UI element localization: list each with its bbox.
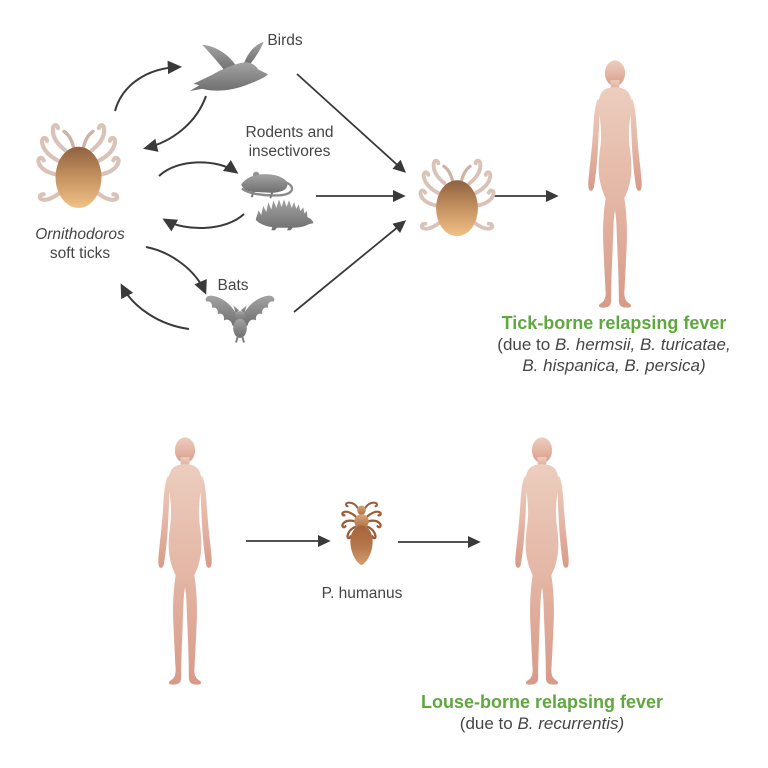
louse-borne-title: Louse-borne relapsing fever bbox=[420, 692, 664, 712]
arrow-birds-to-center-tick bbox=[296, 73, 407, 173]
rodents-label: Rodents and insectivores bbox=[232, 123, 347, 161]
arrow-tick-to-bats bbox=[145, 246, 207, 295]
center-tick-icon bbox=[418, 157, 496, 247]
louse-borne-cause: (due to B. recurrentis) bbox=[406, 713, 678, 734]
cause-species: B. recurrentis) bbox=[517, 714, 625, 733]
soft-tick-icon bbox=[36, 121, 121, 220]
soft-tick-label-rest: soft ticks bbox=[49, 245, 111, 262]
birds-label: Birds bbox=[267, 32, 303, 49]
cause2-species: B. hispanica, B. persica) bbox=[522, 356, 706, 375]
hedgehog-icon bbox=[249, 195, 315, 232]
arrow-tick-to-birds bbox=[114, 60, 182, 112]
bat-icon bbox=[202, 287, 278, 351]
louse-borne-disease-caption: Louse-borne relapsing fever (due to B. r… bbox=[406, 691, 678, 734]
louse-label: P. humanus bbox=[321, 585, 403, 602]
cause-prefix: (due to bbox=[459, 714, 518, 733]
rodents-label-line1: Rodents and bbox=[245, 124, 334, 141]
soft-tick-label: Ornithodoros soft ticks bbox=[14, 225, 146, 263]
human-silhouette-left bbox=[146, 437, 224, 687]
soft-tick-label-genus: Ornithodoros bbox=[35, 226, 125, 243]
cause1-species: B. hermsii, B. turicatae, bbox=[554, 335, 731, 354]
cause1-prefix: (due to bbox=[497, 335, 555, 354]
rodents-label-line2: insectivores bbox=[248, 143, 331, 160]
arrow-bats-to-tick bbox=[120, 283, 190, 330]
human-silhouette-top bbox=[576, 60, 654, 310]
arrow-rodents-to-tick bbox=[162, 213, 245, 232]
bats-label: Bats bbox=[217, 277, 249, 294]
tick-borne-cause-line2: B. hispanica, B. persica) bbox=[478, 355, 750, 376]
human-silhouette-right bbox=[503, 437, 581, 687]
arrow-bats-to-center-tick bbox=[293, 220, 407, 313]
louse-icon bbox=[339, 499, 384, 572]
tick-borne-title: Tick-borne relapsing fever bbox=[501, 313, 727, 333]
arrow-tick-to-rodents bbox=[158, 159, 239, 177]
arrow-birds-to-tick bbox=[143, 95, 207, 152]
tick-borne-disease-caption: Tick-borne relapsing fever (due to B. he… bbox=[478, 312, 750, 376]
tick-borne-cause-line1: (due to B. hermsii, B. turicatae, bbox=[478, 334, 750, 355]
